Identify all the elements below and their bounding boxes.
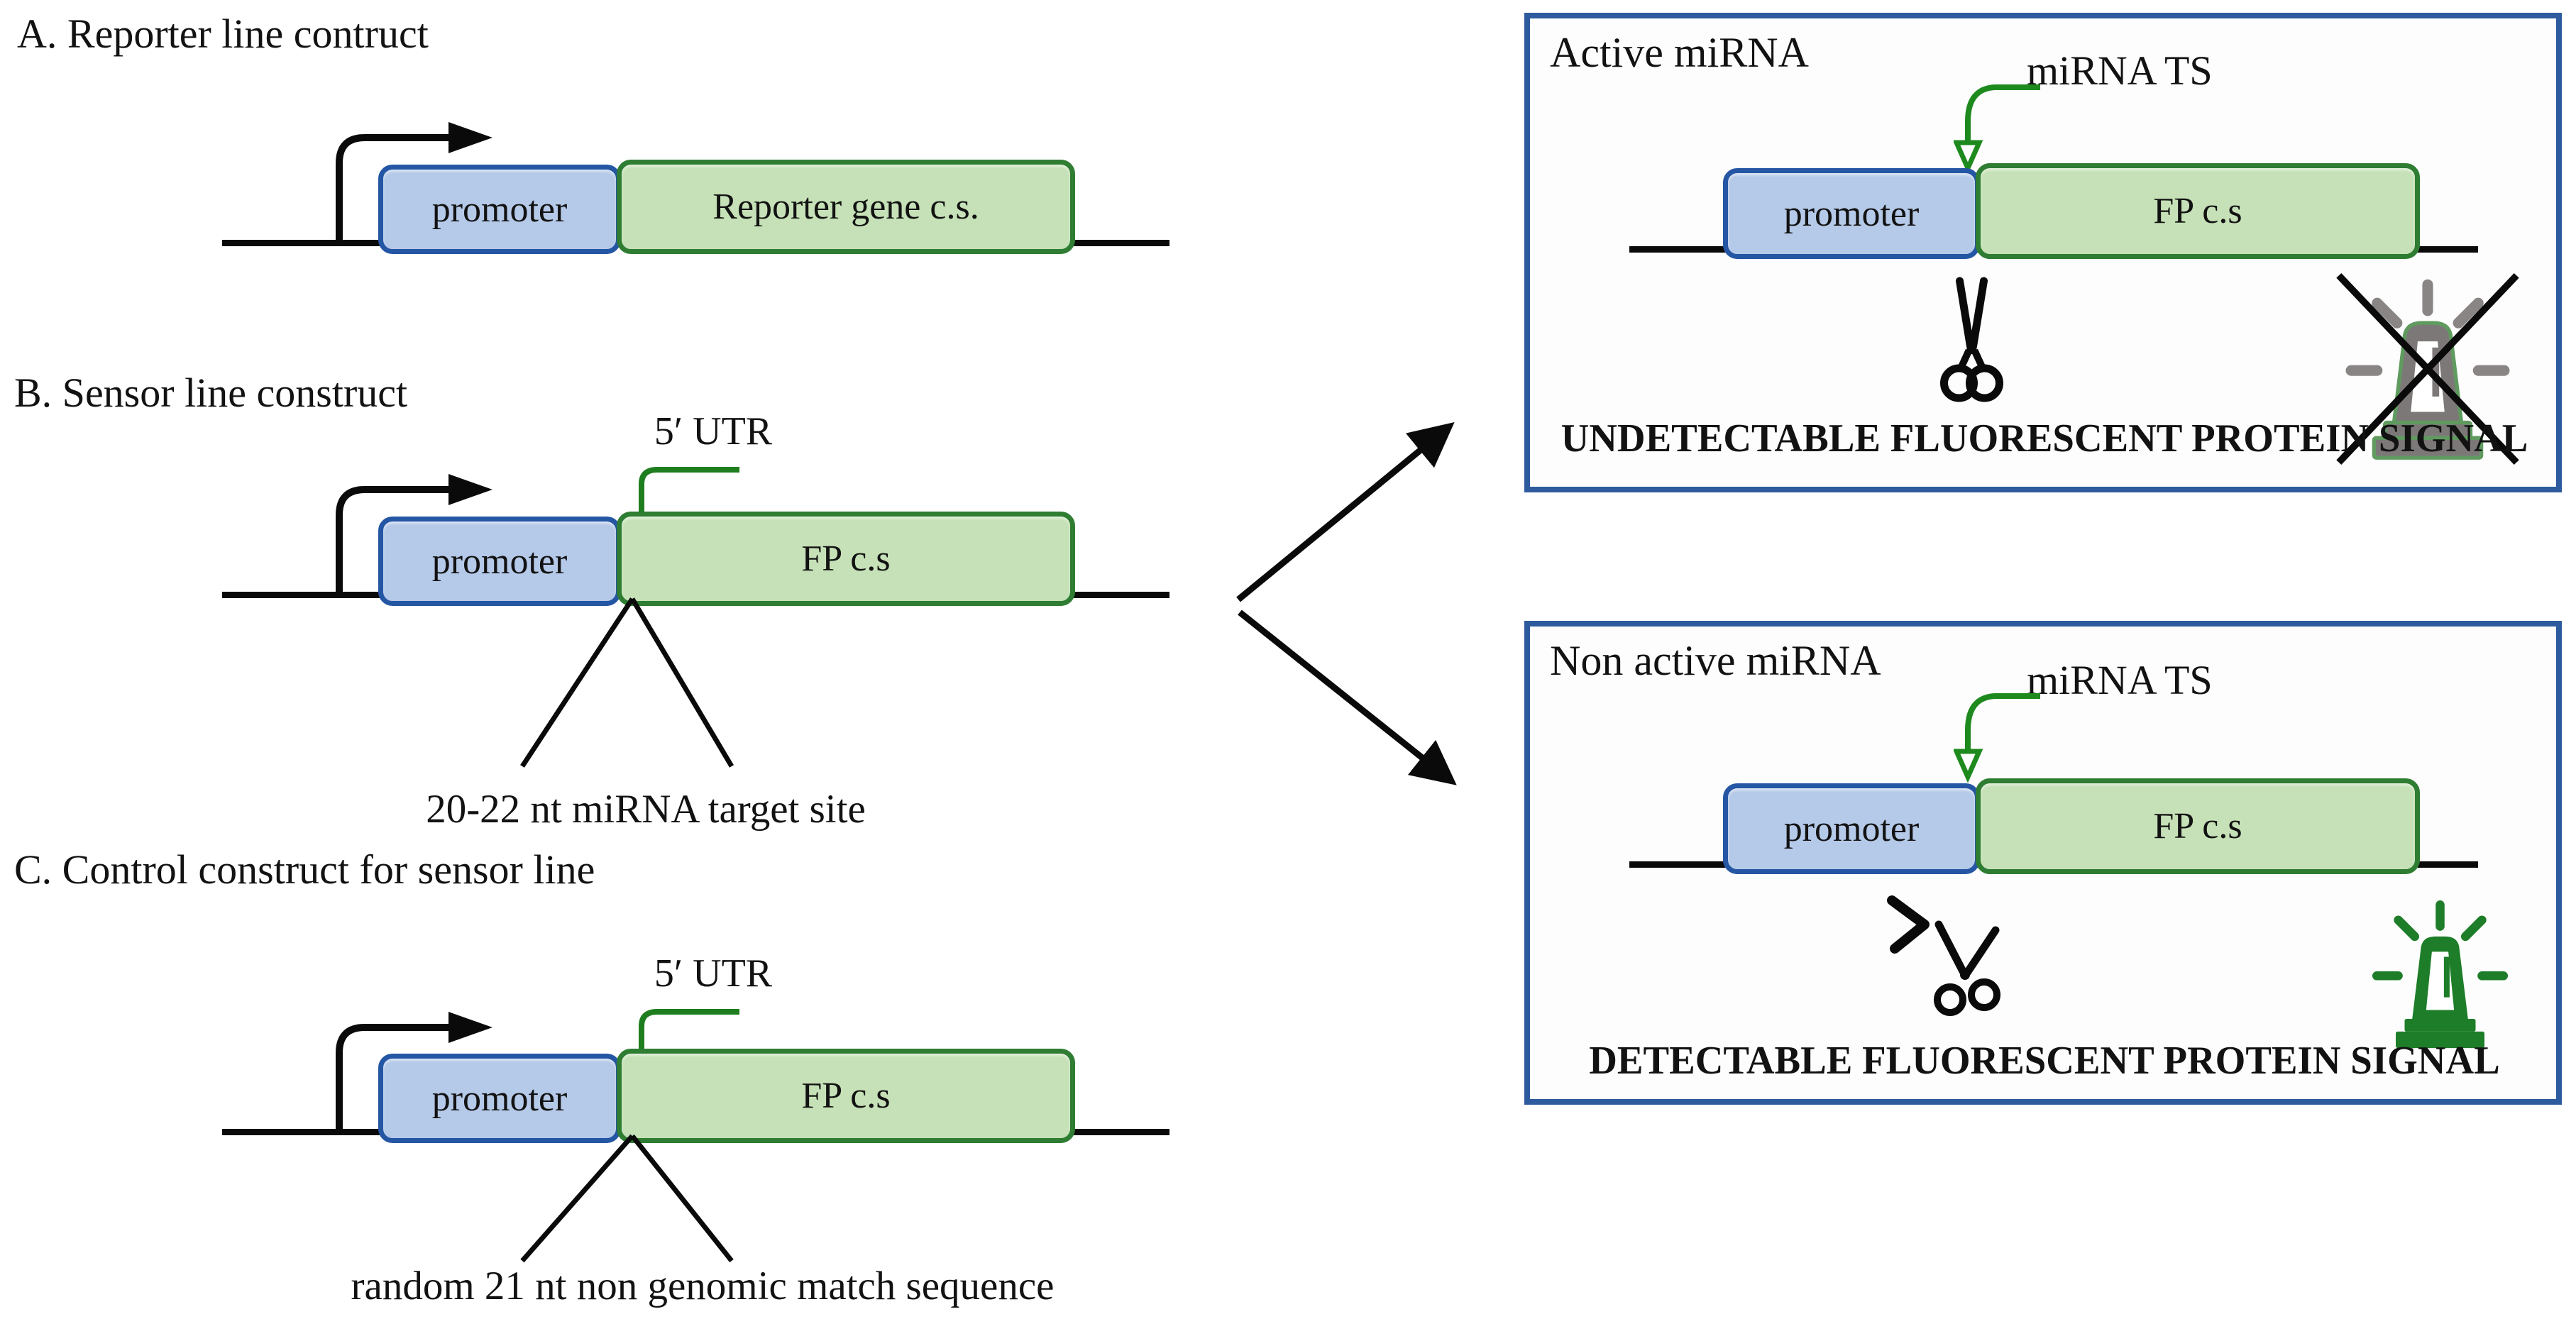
fp-gene-box-c: FP c.s [617,1049,1075,1143]
utr-bracket-icon-b [639,467,739,590]
promoter-label-a: promoter [431,189,568,230]
no-fluorescence-lamp-icon [2336,272,2519,465]
promoter-box-non-active: promoter [1723,783,1980,874]
fp-gene-label-active: FP c.s [2153,191,2242,231]
callout-legs-icon-b [520,597,734,768]
promoter-label-active: promoter [1783,193,1920,234]
random-sequence-callout-c: random 21 nt non genomic match sequence [351,1264,1055,1308]
fp-gene-box-non-active: FP c.s [1976,778,2420,874]
fp-gene-box-active: FP c.s [1976,163,2420,259]
section-c-title: C. Control construct for sensor line [14,846,595,893]
promoter-box-b: promoter [378,517,621,606]
reporter-gene-box-a: Reporter gene c.s. [617,160,1075,254]
promoter-label-b: promoter [431,541,568,582]
reporter-gene-label-a: Reporter gene c.s. [712,187,979,227]
target-site-callout-b: 20-22 nt miRNA target site [426,787,866,832]
utr-label-c: 5′ UTR [654,951,773,995]
branch-arrows-icon [1236,422,1457,785]
promoter-label-non-active: promoter [1783,808,1920,849]
promoter-box-a: promoter [378,165,621,254]
mirna-ts-pointer-arrow-icon [1954,693,2040,783]
fluorescence-lamp-icon [2372,900,2509,1049]
mirna-ts-pointer-arrow-icon [1954,84,2040,174]
section-a-title: A. Reporter line contruct [17,11,429,57]
transcription-start-arrow-icon [336,1012,492,1132]
fp-gene-label-c: FP c.s [801,1076,891,1116]
active-panel-title: Active miRNA [1550,29,1809,76]
utr-bracket-icon-c [639,1009,739,1132]
scissors-open-inactive-icon [1887,895,2000,1016]
active-mirna-panel: Active miRNA miRNA TS promoter FP c.s [1524,13,2562,492]
non-active-mirna-panel: Non active miRNA miRNA TS promoter FP c.… [1524,621,2562,1105]
transcription-start-arrow-icon [336,122,492,243]
section-b-title: B. Sensor line construct [14,370,408,416]
undetectable-signal-text: UNDETECTABLE FLUORESCENT PROTEIN SIGNAL [1561,416,2528,460]
utr-label-b: 5′ UTR [654,409,773,453]
callout-legs-icon-c [520,1134,734,1263]
non-active-panel-title: Non active miRNA [1550,637,1881,684]
scissors-cutting-icon [1940,277,2003,402]
fp-gene-box-b: FP c.s [617,512,1075,606]
transcription-start-arrow-icon [336,474,492,595]
promoter-box-c: promoter [378,1054,621,1143]
promoter-box-active: promoter [1723,168,1980,259]
fp-gene-label-non-active: FP c.s [2153,806,2242,846]
promoter-label-c: promoter [431,1078,568,1119]
detectable-signal-text: DETECTABLE FLUORESCENT PROTEIN SIGNAL [1589,1039,2500,1083]
fp-gene-label-b: FP c.s [801,539,891,579]
mirna-ts-label-active: miRNA TS [2027,48,2213,94]
mirna-ts-label-non-active: miRNA TS [2027,657,2213,703]
